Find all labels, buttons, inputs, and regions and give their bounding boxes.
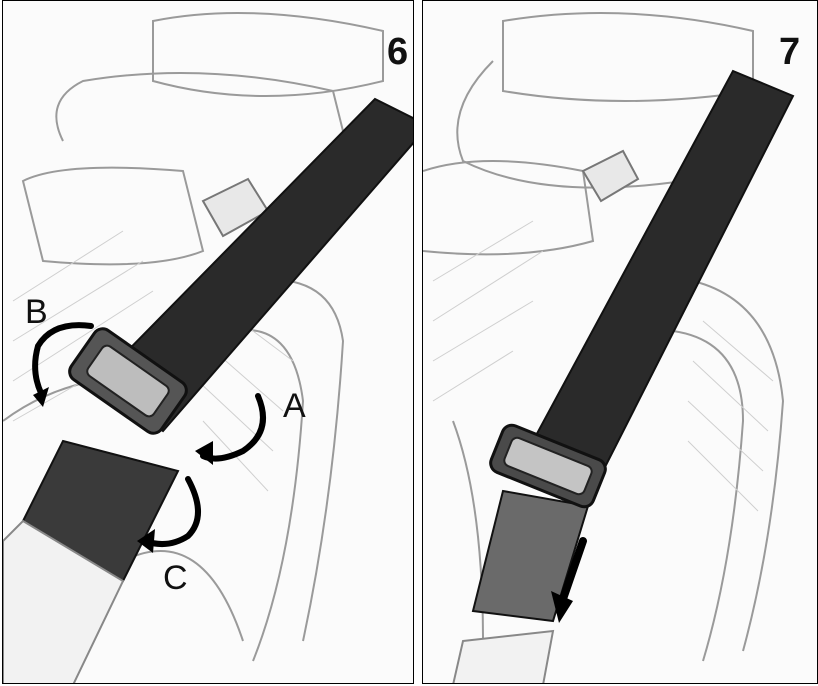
callout-label-c: C <box>163 561 188 595</box>
instruction-panel-step-7: 7 <box>422 0 818 684</box>
callout-label-b: B <box>25 295 48 329</box>
callout-label-a: A <box>283 389 306 423</box>
step-number: 6 <box>387 33 408 71</box>
step-number: 7 <box>779 33 800 71</box>
backpack-strap-illustration-step-6 <box>3 1 414 684</box>
backpack-strap-illustration-step-7 <box>423 1 818 684</box>
instruction-panel-step-6: 6 A B C <box>2 0 414 684</box>
